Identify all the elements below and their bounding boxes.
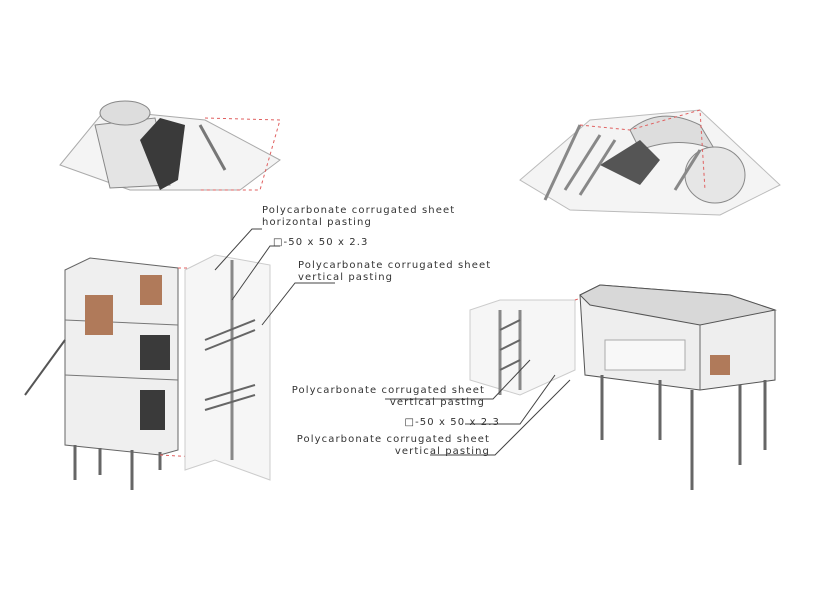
label-steel-section-right: □-50 x 50 x 2.3	[404, 417, 500, 428]
label-horizontal-sheet-line1: Polycarbonate corrugated sheet	[262, 205, 456, 216]
label-right-vertical-sheet-2-line1: Polycarbonate corrugated sheet	[296, 434, 490, 445]
label-vertical-sheet-line2: vertical pasting	[298, 272, 394, 283]
label-steel-section-left: □-50 x 50 x 2.3	[273, 237, 369, 248]
label-right-vertical-sheet-2-line2: vertical pasting	[394, 446, 490, 457]
roof-right	[519, 109, 781, 216]
label-horizontal-sheet-line2: horizontal pasting	[262, 217, 372, 228]
wall-explode-right	[385, 294, 591, 456]
wall-explode-left	[184, 228, 335, 481]
tower-left	[24, 257, 271, 490]
label-vertical-sheet-line1: Polycarbonate corrugated sheet	[298, 260, 492, 271]
house-right	[579, 284, 777, 490]
roof-left	[59, 100, 281, 191]
label-right-vertical-sheet-1-line2: vertical pasting	[389, 397, 485, 408]
label-right-vertical-sheet-1-line1: Polycarbonate corrugated sheet	[291, 385, 485, 396]
